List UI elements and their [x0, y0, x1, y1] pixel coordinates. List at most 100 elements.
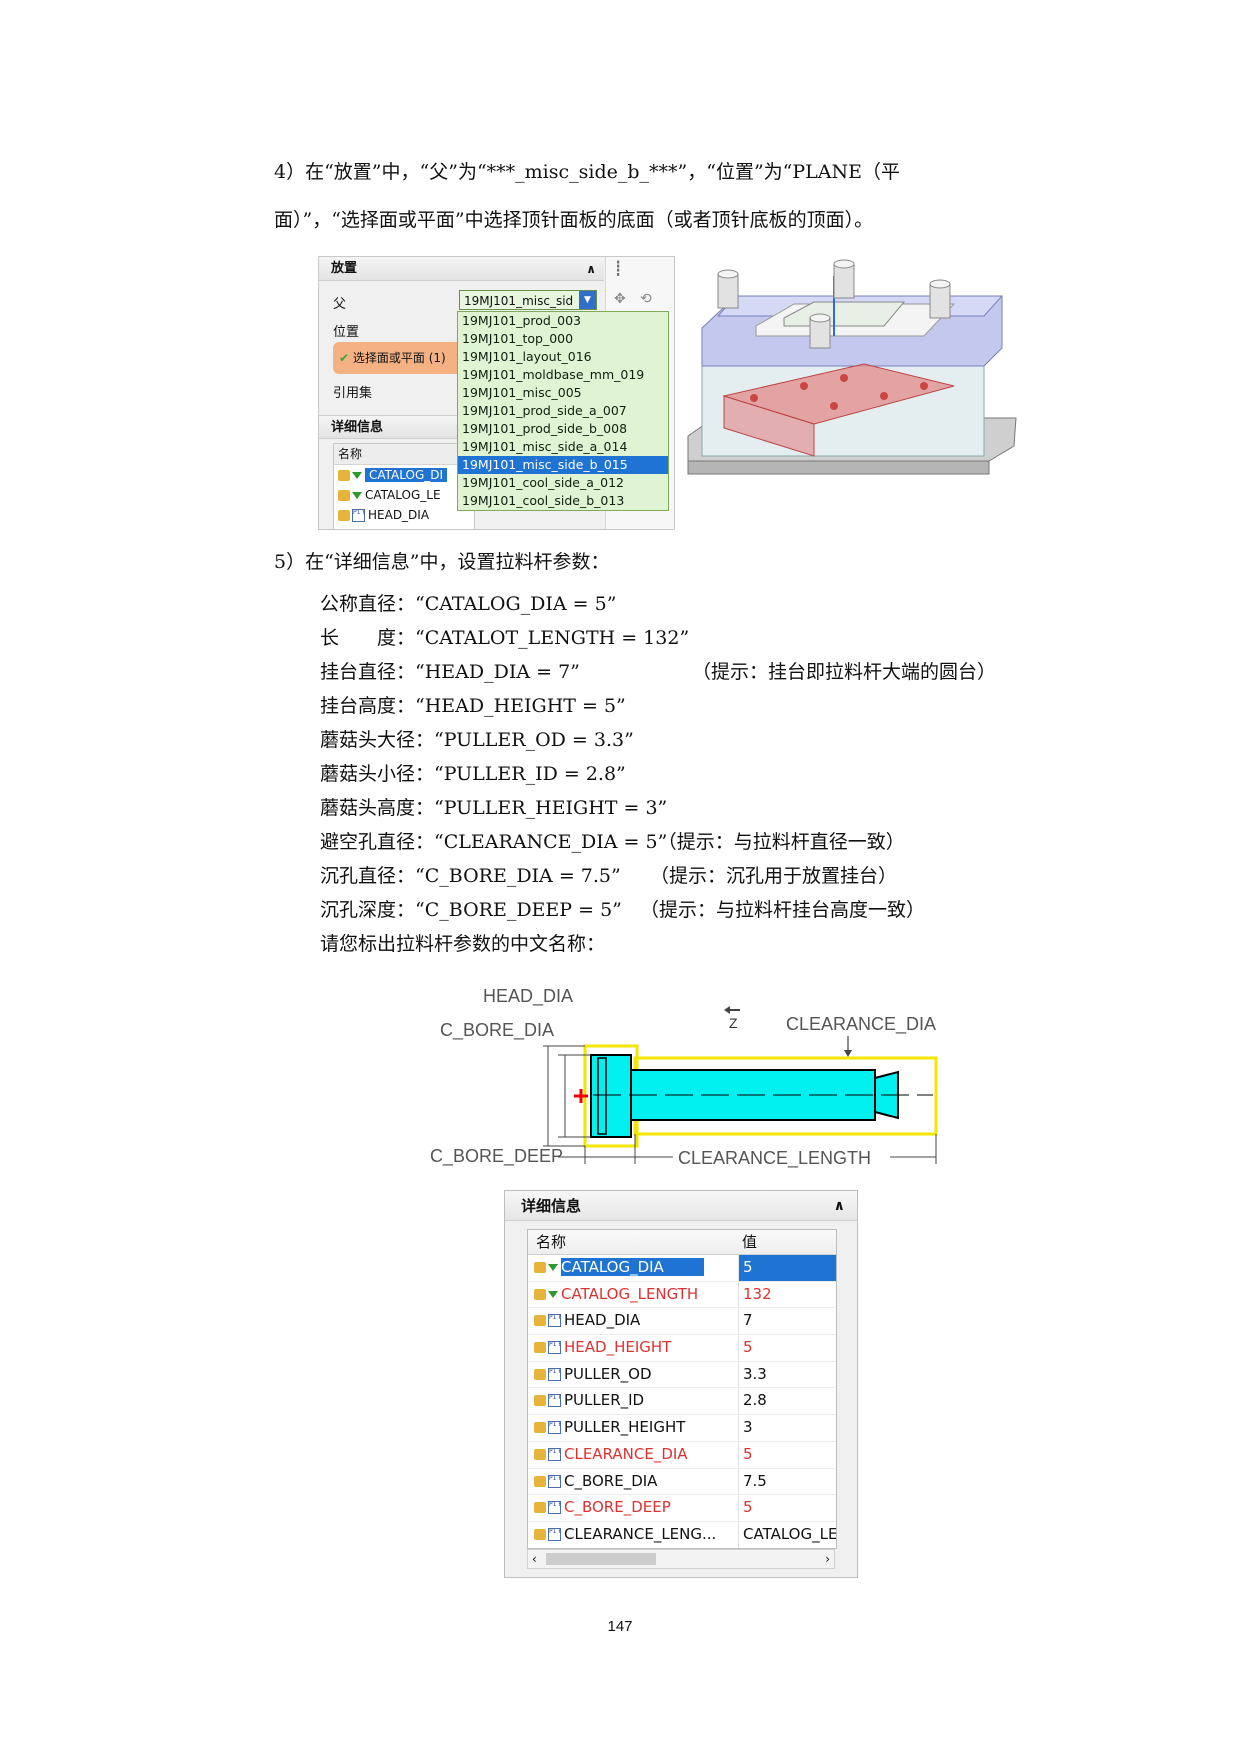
row-name-cell: P1 P2CLEARANCE_LENG... [534, 1522, 728, 1548]
dropdown-item[interactable]: 19MJ101_layout_016 [462, 349, 592, 364]
lock-icon [534, 1262, 546, 1273]
row-name: CATALOG_LENGTH [561, 1284, 699, 1303]
row-value[interactable]: 132 [738, 1281, 836, 1308]
expand-triangle-icon [352, 492, 362, 499]
move-icon[interactable]: ✥ [614, 291, 626, 307]
name-column-header[interactable]: 名称 [536, 1233, 567, 1251]
check-icon: ✔ [339, 351, 350, 365]
parameter-label: 沉孔直径：“C_BORE_DIA = 7.5” [320, 865, 621, 887]
lock-icon [338, 470, 350, 481]
parameter-line: 蘑菇头大径：“PULLER_OD = 3.3” [320, 726, 1100, 760]
dropdown-item[interactable]: 19MJ101_misc_side_b_015 [458, 456, 668, 474]
table-row[interactable]: P1 P2CLEARANCE_LENG... CATALOG_LEN [528, 1521, 836, 1548]
z-axis-arrowhead [724, 1006, 730, 1014]
row-value[interactable]: 5 [738, 1495, 836, 1521]
mini-row[interactable]: P1 P2HEAD_DIA [334, 505, 474, 525]
horizontal-scrollbar[interactable]: ‹ › [527, 1549, 835, 1569]
table-row[interactable]: P1 P2HEAD_HEIGHT 5 [528, 1335, 836, 1362]
dropdown-item[interactable]: 19MJ101_top_000 [462, 331, 574, 346]
dropdown-item[interactable]: 19MJ101_moldbase_mm_019 [462, 367, 645, 382]
row-name-cell: P1 P2PULLER_ID [534, 1388, 728, 1414]
select-face-button[interactable]: ✔ 选择面或平面 (1) [333, 342, 473, 374]
row-name: C_BORE_DEEP [564, 1498, 671, 1517]
rotate-icon[interactable]: ⟲ [640, 291, 652, 307]
mini-row[interactable]: CATALOG_DI [334, 465, 474, 485]
dropdown-item[interactable]: 19MJ101_misc_side_a_014 [462, 439, 628, 454]
row-value[interactable]: 5 [738, 1335, 836, 1361]
row-name-cell: P1 P2CLEARANCE_DIA [534, 1442, 728, 1468]
row-value[interactable]: 2.8 [738, 1388, 836, 1415]
table-row[interactable]: P1 P2PULLER_OD3.3 [528, 1361, 836, 1389]
dropdown-item[interactable]: 19MJ101_prod_003 [462, 313, 581, 328]
clearance-dia-label: CLEARANCE_DIA [786, 1014, 936, 1035]
mini-row-name: CATALOG_DI [365, 468, 448, 482]
table-row[interactable]: P1 P2PULLER_ID 2.8 [528, 1388, 836, 1416]
row-name-cell: P1 P2HEAD_DIA [534, 1308, 728, 1334]
mini-row-name: HEAD_DIA [368, 508, 430, 522]
value-column-header[interactable]: 值 [742, 1233, 758, 1251]
parameter-line: 蘑菇头高度：“PULLER_HEIGHT = 3” [320, 794, 1100, 828]
expand-triangle-icon [548, 1290, 558, 1298]
chevron-down-icon[interactable]: ▼ [579, 291, 596, 309]
placement-section-header[interactable]: 放置 ∧ [319, 257, 604, 281]
step5-heading: 5）在“详细信息”中，设置拉料杆参数： [274, 551, 610, 573]
row-value[interactable]: 3 [738, 1415, 836, 1441]
scroll-right-icon[interactable]: › [825, 1552, 830, 1566]
parent-select[interactable]: 19MJ101_misc_sid ▼ [459, 290, 597, 310]
parameter-label: 挂台高度：“HEAD_HEIGHT = 5” [320, 695, 626, 717]
parameter-icon: P1 P2 [548, 1367, 561, 1381]
parameter-label: 蘑菇头小径：“PULLER_ID = 2.8” [320, 763, 626, 785]
dropdown-item[interactable]: 19MJ101_misc_005 [462, 385, 582, 400]
plate-hole [840, 374, 848, 382]
row-name: HEAD_HEIGHT [564, 1338, 672, 1357]
c-bore-deep-label: C_BORE_DEEP [430, 1146, 563, 1167]
chevron-up-icon[interactable]: ∧ [586, 262, 596, 276]
parameter-hint: （提示：沉孔用于放置挂台） [650, 865, 898, 887]
mold-3d-image [687, 259, 1017, 475]
dropdown-item[interactable]: 19MJ101_prod_side_b_008 [462, 421, 628, 436]
dropdown-item[interactable]: 19MJ101_cool_side_b_013 [462, 493, 625, 508]
lock-icon [534, 1502, 546, 1514]
step4-line1: 4）在“放置”中，“父”为“***_misc_side_b_***”，“位置”为… [274, 161, 901, 183]
pin-head-step [597, 1057, 607, 1135]
table-row[interactable]: CATALOG_LENGTH 132 [528, 1281, 836, 1309]
parameter-line: 蘑菇头小径：“PULLER_ID = 2.8” [320, 760, 1100, 794]
row-name-cell: P1 P2C_BORE_DEEP [534, 1495, 728, 1521]
details-header-label: 详细信息 [331, 420, 384, 435]
lock-icon [534, 1422, 546, 1434]
dropdown-item[interactable]: 19MJ101_cool_side_a_012 [462, 475, 625, 490]
row-value[interactable]: 5 [738, 1441, 836, 1468]
plate-hole [800, 382, 808, 390]
ejector-plate-side [723, 395, 815, 457]
table-row[interactable]: P1 P2HEAD_DIA 7 [528, 1308, 836, 1336]
row-value[interactable]: 3.3 [738, 1361, 836, 1388]
row-value[interactable]: CATALOG_LEN [738, 1521, 836, 1548]
chevron-up-icon[interactable]: ∧ [833, 1198, 845, 1214]
clearance-dia-arrowhead [844, 1050, 852, 1057]
row-value[interactable]: 5 [738, 1255, 836, 1281]
dropdown-item[interactable]: 19MJ101_prod_side_a_007 [462, 403, 627, 418]
table-row[interactable]: P1 P2C_BORE_DEEP 5 [528, 1495, 836, 1522]
details-panel-header[interactable]: 详细信息 ∧ [505, 1191, 857, 1221]
lock-icon [534, 1528, 546, 1540]
parameter-label: 沉孔深度：“C_BORE_DEEP = 5” [320, 899, 622, 921]
row-name-cell: P1 P2HEAD_HEIGHT [534, 1335, 728, 1361]
table-row[interactable]: P1 P2CLEARANCE_DIA 5 [528, 1441, 836, 1469]
ruler-icon[interactable]: ┋ [614, 261, 623, 277]
mini-row[interactable]: CATALOG_LE [334, 485, 474, 505]
row-value[interactable]: 7.5 [738, 1468, 836, 1495]
details-panel-title: 详细信息 [521, 1197, 582, 1215]
scrollbar-thumb[interactable] [546, 1553, 656, 1565]
lock-icon [534, 1315, 546, 1327]
scroll-left-icon[interactable]: ‹ [532, 1552, 537, 1566]
parameter-icon: P1 P2 [352, 509, 365, 522]
parent-select-value: 19MJ101_misc_sid [464, 294, 574, 308]
row-value[interactable]: 7 [738, 1308, 836, 1335]
position-label: 位置 [333, 325, 360, 340]
pillar [833, 263, 855, 299]
ref-set-label: 引用集 [333, 386, 373, 401]
